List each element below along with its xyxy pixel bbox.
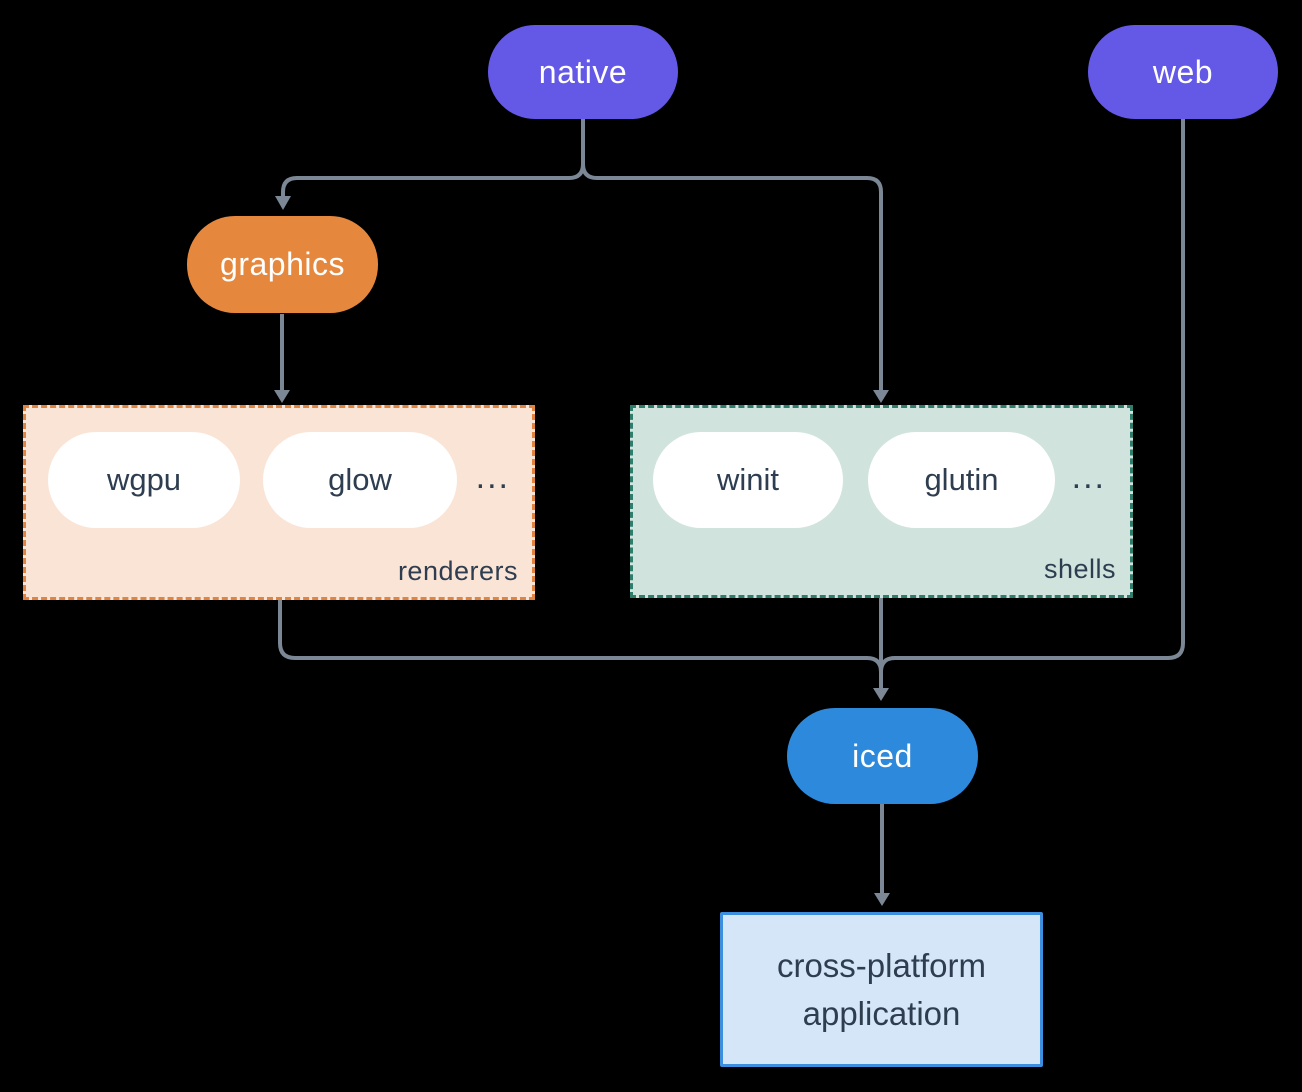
node-iced-label: iced — [852, 737, 913, 774]
arrow-into-iced-icon — [873, 688, 889, 701]
node-native-label: native — [538, 53, 628, 90]
application-label-line1: cross-platform — [776, 946, 987, 984]
renderers-ellipsis: ... — [475, 458, 510, 496]
node-graphics: graphics — [187, 216, 378, 313]
node-winit-label: winit — [716, 462, 779, 497]
edge-renderers-to-iced — [278, 600, 883, 673]
node-native: native — [488, 25, 678, 119]
edge-native-to-graphics — [281, 118, 585, 198]
node-web-label: web — [1152, 53, 1214, 90]
node-glow-label: glow — [328, 462, 392, 497]
node-iced: iced — [787, 708, 978, 804]
arrow-into-shells-icon — [873, 390, 889, 403]
renderers-group-label: renderers — [397, 556, 518, 586]
application-label-line2: application — [802, 994, 961, 1032]
shells-ellipsis: ... — [1071, 458, 1106, 496]
box-cross-platform-application: cross-platform application — [720, 912, 1043, 1067]
shells-group-label: shells — [1043, 554, 1116, 584]
node-glutin: glutin — [868, 432, 1055, 528]
node-glutin-label: glutin — [924, 462, 999, 497]
node-winit: winit — [653, 432, 843, 528]
group-shells: winit glutin ... shells — [630, 405, 1133, 598]
node-web: web — [1088, 25, 1278, 119]
node-graphics-label: graphics — [220, 246, 345, 282]
arrow-into-application-icon — [874, 893, 890, 906]
node-wgpu-label: wgpu — [106, 462, 182, 497]
arrow-into-renderers-icon — [274, 390, 290, 403]
group-renderers: wgpu glow ... renderers — [23, 405, 535, 600]
arrow-into-graphics-icon — [275, 196, 291, 210]
node-glow: glow — [263, 432, 457, 528]
node-wgpu: wgpu — [48, 432, 240, 528]
edge-native-to-shells — [581, 118, 883, 390]
